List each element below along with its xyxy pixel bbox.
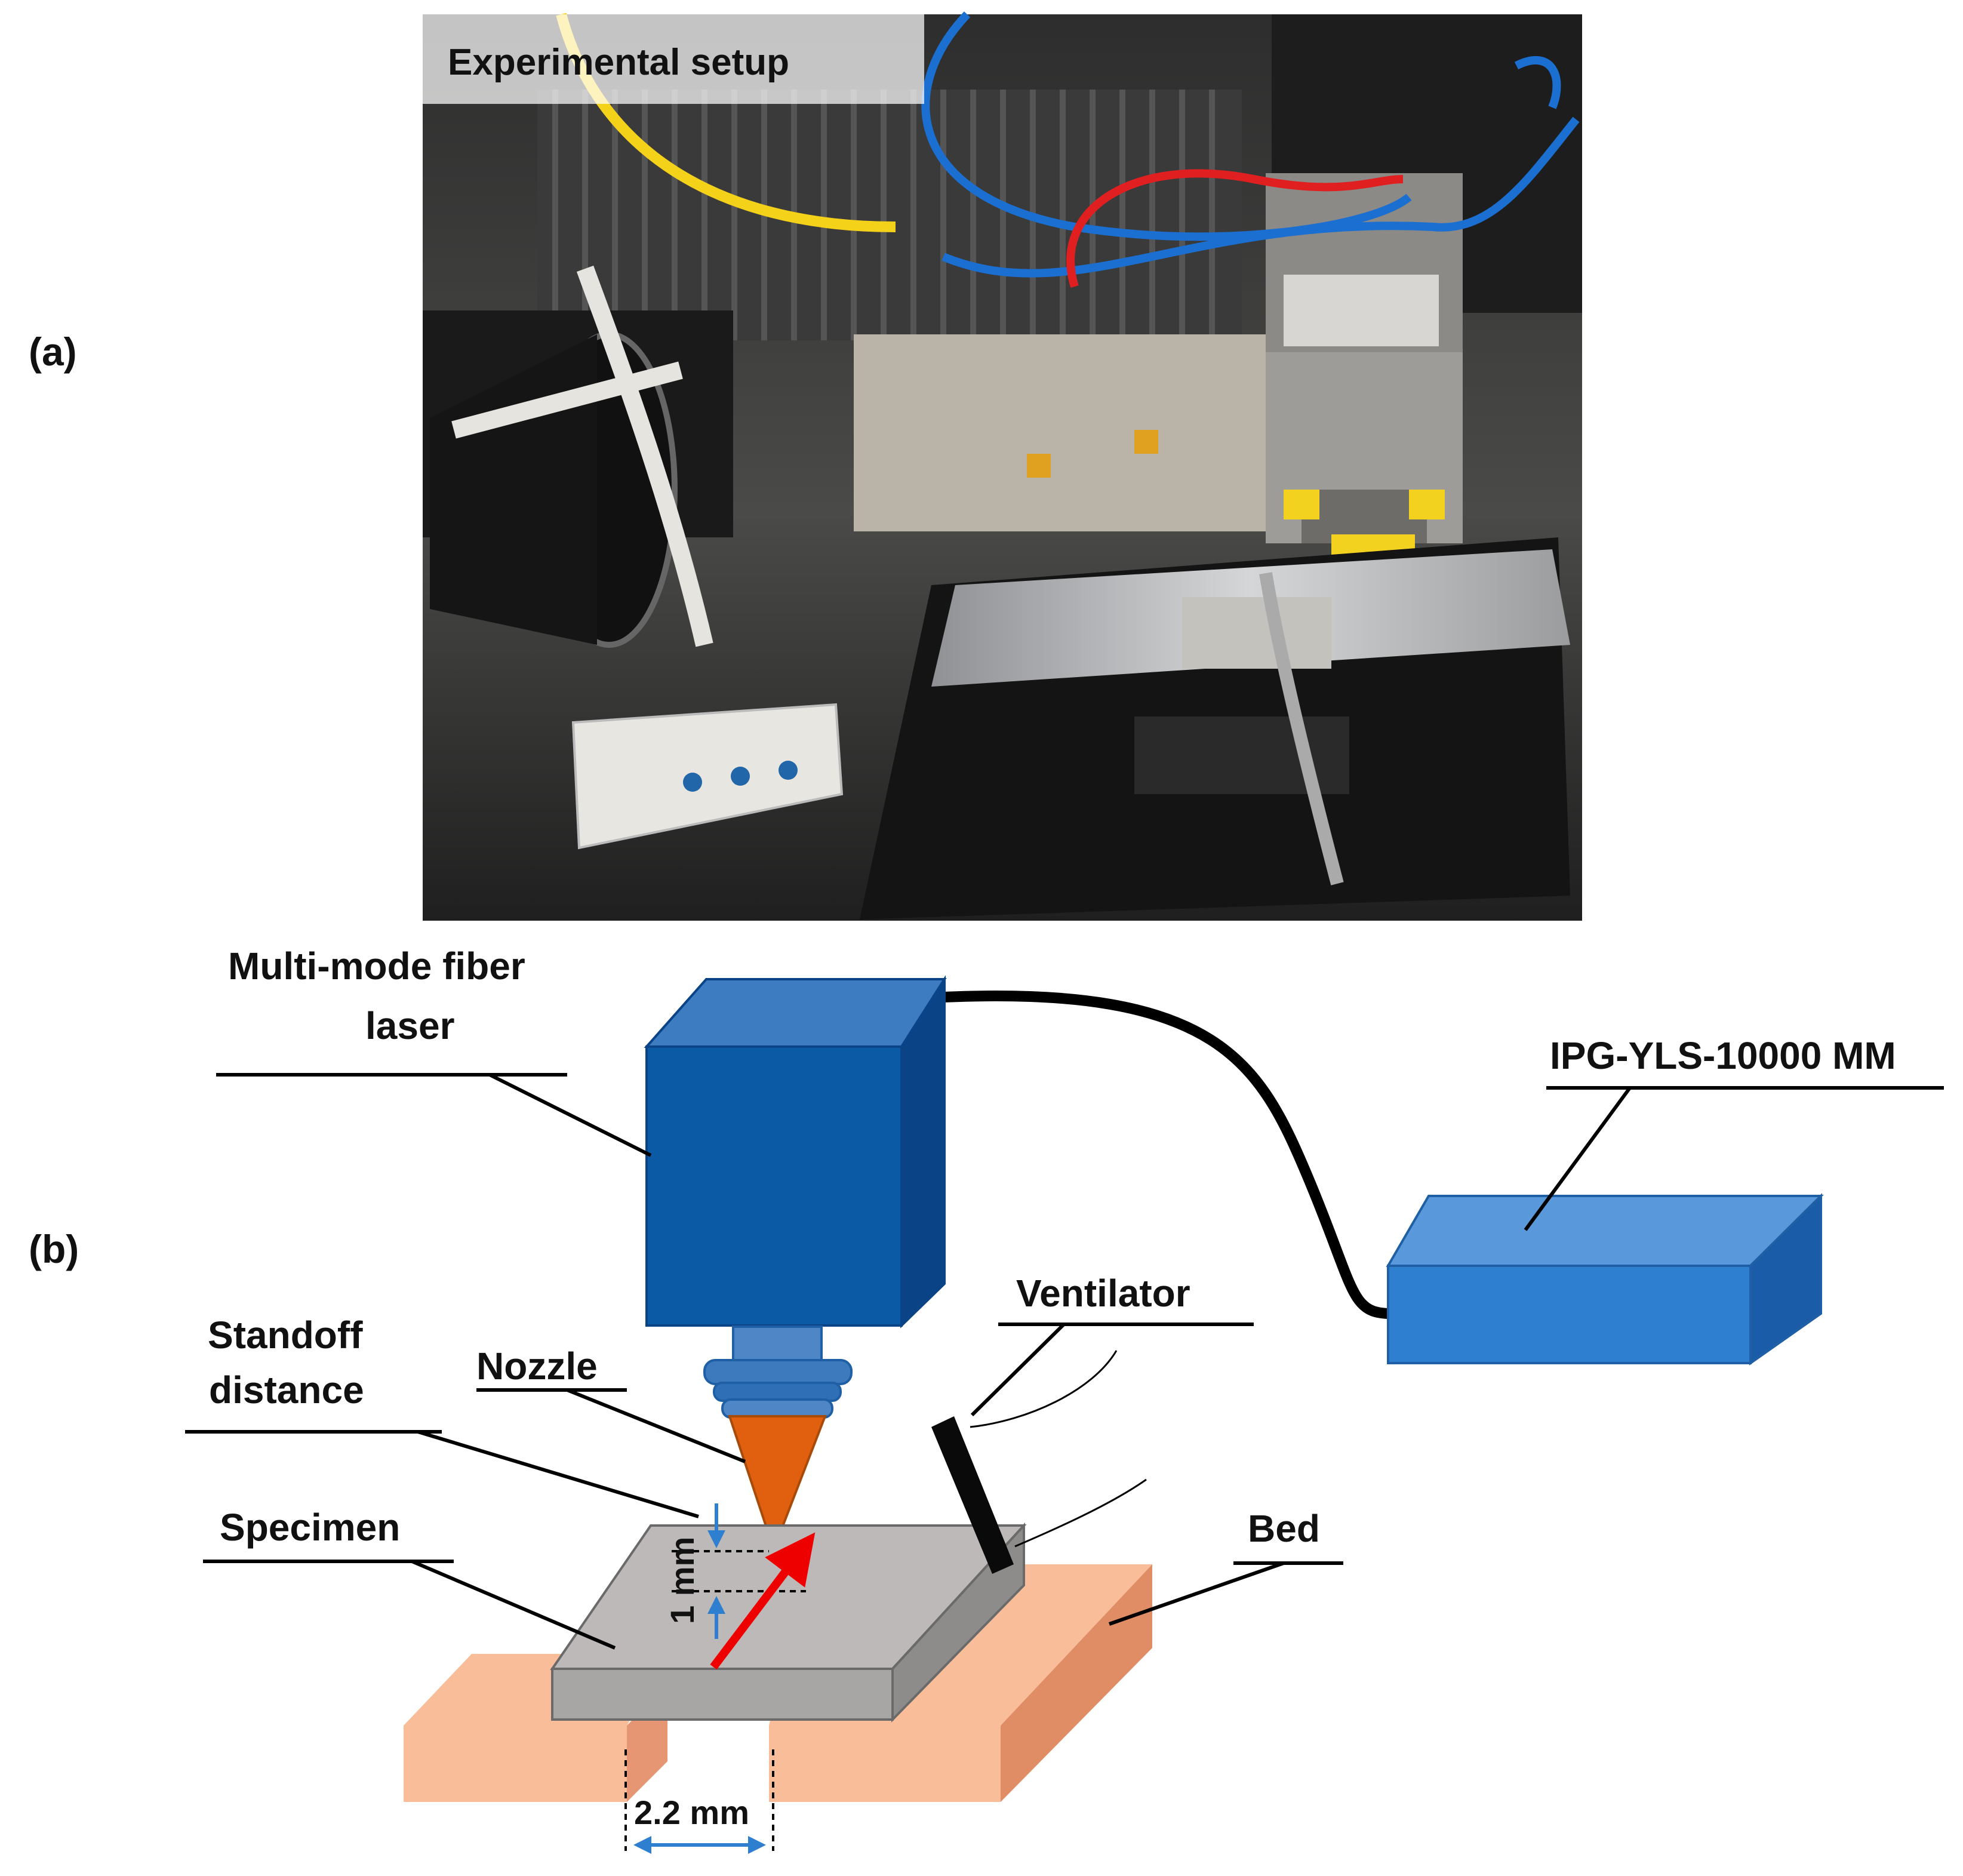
standoff-label-line2: distance xyxy=(209,1368,364,1411)
ventilator-wire-upper xyxy=(970,1350,1118,1428)
photo-title-band xyxy=(423,14,924,104)
source-leader xyxy=(1524,1087,1632,1231)
laser-head-photo xyxy=(1266,173,1463,603)
laser-source-top xyxy=(1386,1195,1824,1267)
specimen xyxy=(550,1522,1027,1723)
line-generator-box xyxy=(571,703,844,850)
work-table xyxy=(860,537,1570,919)
nozzle-leader xyxy=(566,1388,746,1463)
ventilator-wire-lower xyxy=(1014,1478,1147,1548)
fiber-cable xyxy=(938,990,1396,1319)
bed-left-block-front xyxy=(404,1726,627,1802)
standoff-leader xyxy=(417,1430,699,1518)
bed-right-block-front xyxy=(769,1726,1001,1802)
laser-source-box xyxy=(1386,1193,1824,1366)
scan-direction-arrow xyxy=(710,1532,816,1670)
ventilator-leader xyxy=(970,1323,1066,1417)
laser-head-front xyxy=(645,1045,903,1327)
ventilator-label: Ventilator xyxy=(1016,1272,1190,1315)
nozzle xyxy=(728,1415,827,1553)
gap-value: 2.2 mm xyxy=(634,1794,749,1831)
line-generator-cone xyxy=(430,265,713,648)
nozzle-collar xyxy=(703,1325,853,1419)
ventilator xyxy=(931,1416,1014,1574)
nozzle-label: Nozzle xyxy=(476,1345,598,1388)
panel-a-label: (a) xyxy=(29,330,77,374)
setup-photo: Experimental setup xyxy=(423,11,1582,921)
workshop-background xyxy=(854,334,1272,531)
laser-head xyxy=(644,975,947,1328)
laser-label-line1: Multi-mode fiber xyxy=(228,945,525,988)
specimen-leader xyxy=(411,1560,616,1650)
laser-source-front xyxy=(1387,1265,1752,1364)
source-label: IPG-YLS-10000 MM xyxy=(1550,1034,1896,1077)
photo-title: Experimental setup xyxy=(448,42,789,83)
standoff-value: 1 mm xyxy=(663,1537,701,1624)
laser-label-line2: laser xyxy=(365,1004,454,1047)
panel-b-label: (b) xyxy=(29,1227,79,1271)
standoff-label-line1: Standoff xyxy=(208,1314,363,1357)
specimen-front xyxy=(551,1668,894,1721)
bellows-curtain xyxy=(537,90,1242,340)
specimen-label: Specimen xyxy=(220,1506,400,1549)
laser-leader xyxy=(488,1073,652,1157)
laser-head-top xyxy=(644,978,947,1048)
bed-label: Bed xyxy=(1248,1507,1320,1550)
bed-leader xyxy=(1109,1561,1284,1626)
red-hose xyxy=(1066,169,1404,288)
